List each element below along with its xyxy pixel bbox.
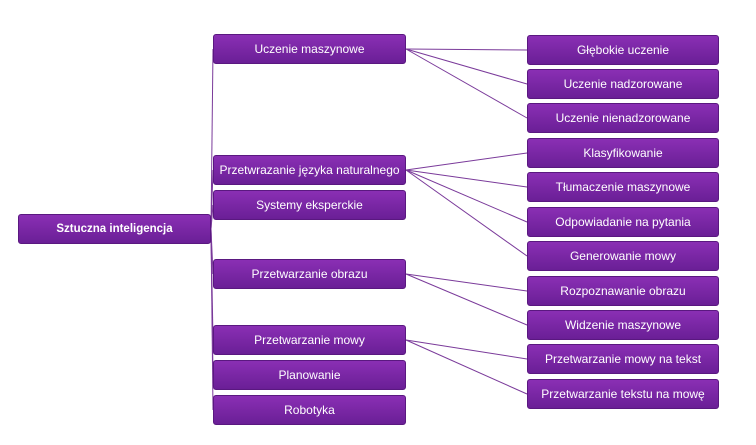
node-deep: Głębokie uczenie xyxy=(527,35,719,65)
node-supervised: Uczenie nadzorowane xyxy=(527,69,719,99)
node-nlp: Przetwrazanie języka naturalnego xyxy=(213,155,406,185)
connector-vision-machinevision xyxy=(405,273,528,326)
node-machinevision: Widzenie maszynowe xyxy=(527,310,719,340)
node-classify: Klasyfikowanie xyxy=(527,138,719,168)
connector-nlp-classify xyxy=(405,152,528,171)
node-qa: Odpowiadanie na pytania xyxy=(527,207,719,237)
node-speech: Przetwarzanie mowy xyxy=(213,325,406,355)
node-robotics: Robotyka xyxy=(213,395,406,425)
node-unsupervised: Uczenie nienadzorowane xyxy=(527,103,719,133)
connector-root-expert xyxy=(210,204,214,230)
node-root: Sztuczna inteligencja xyxy=(18,214,211,244)
connector-nlp-mt xyxy=(405,169,528,188)
node-planning: Planowanie xyxy=(213,360,406,390)
connector-speech-tts xyxy=(405,339,528,395)
connector-root-robotics xyxy=(210,228,214,411)
node-vision: Przetwarzanie obrazu xyxy=(213,259,406,289)
node-imgrec: Rozpoznawanie obrazu xyxy=(527,276,719,306)
connector-speech-stt xyxy=(405,339,528,360)
connector-nlp-speechgen xyxy=(405,169,528,257)
node-expert: Systemy eksperckie xyxy=(213,190,406,220)
node-tts: Przetwarzanie tekstu na mowę xyxy=(527,379,719,409)
node-ml: Uczenie maszynowe xyxy=(213,34,406,64)
connector-root-ml xyxy=(210,48,214,230)
connector-vision-imgrec xyxy=(405,273,528,292)
node-stt: Przetwarzanie mowy na tekst xyxy=(527,344,719,374)
node-mt: Tłumaczenie maszynowe xyxy=(527,172,719,202)
connector-ml-supervised xyxy=(405,48,528,85)
connector-ml-unsupervised xyxy=(405,48,528,119)
connector-nlp-qa xyxy=(405,169,528,223)
connector-ml-deep xyxy=(405,48,528,51)
node-speechgen: Generowanie mowy xyxy=(527,241,719,271)
